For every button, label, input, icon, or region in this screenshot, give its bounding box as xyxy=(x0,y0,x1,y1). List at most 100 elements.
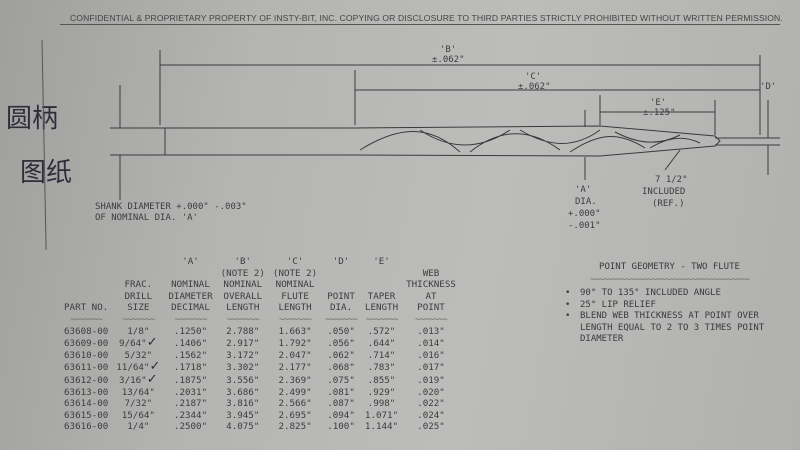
table-cell: 63612-00 xyxy=(60,374,112,387)
cell-value: .013" xyxy=(417,325,445,337)
table-cell: 1.071" xyxy=(361,410,402,422)
column-header: LENGTH xyxy=(364,302,399,314)
cell-value: .855" xyxy=(367,374,396,386)
table-cell: 3.556" xyxy=(217,374,269,387)
cell-value: .1875" xyxy=(173,374,208,386)
table-cell: 2.917" xyxy=(217,337,269,350)
check-mark-icon: ✓ xyxy=(146,371,158,387)
drill-drawing xyxy=(41,39,780,250)
cell-value: 3.945" xyxy=(226,409,260,421)
column-header: (NOTE 2) xyxy=(272,267,318,279)
table-cell: 1/8" xyxy=(112,326,164,338)
cell-value: .022" xyxy=(417,398,445,410)
cell-value: .2031" xyxy=(173,386,208,398)
table-cell: 63608-00 xyxy=(60,326,112,338)
column-header xyxy=(112,256,164,268)
table-cell: 63609-00 xyxy=(60,337,112,350)
table-cell: 2.788" xyxy=(217,326,269,338)
table-cell: 63616-00 xyxy=(60,421,112,433)
column-header: LENGTH xyxy=(226,302,260,314)
cell-value: .020" xyxy=(417,386,445,398)
table-cell: 13/64" xyxy=(112,387,164,399)
cell-value: 2.695" xyxy=(278,409,312,421)
table-cell: .714" xyxy=(361,350,402,362)
column-header: PART NO. xyxy=(64,302,109,314)
table-cell: .062" xyxy=(321,350,361,362)
angle-included: INCLUDED xyxy=(642,187,686,197)
cell-value: 11/64" xyxy=(116,362,150,374)
table-cell: .024" xyxy=(402,410,460,422)
table-cell: .1406" xyxy=(164,337,216,350)
cell-value: 1.663" xyxy=(278,325,312,337)
column-header: (NOTE 2) xyxy=(220,267,265,279)
cell-value: .017" xyxy=(417,362,445,374)
cell-value: 4.075" xyxy=(226,421,260,433)
column-header: 'B' xyxy=(234,256,252,267)
handwritten-note-1: 圆柄 xyxy=(6,104,59,134)
column-header xyxy=(321,268,361,280)
cell-value: .062" xyxy=(327,349,355,361)
table-cell: .998" xyxy=(361,398,402,410)
table-cell: .025" xyxy=(402,421,460,433)
cell-value: 1.071" xyxy=(364,409,399,421)
geometry-item: BLEND WEB THICKNESS AT POINT OVER LENGTH… xyxy=(562,311,777,346)
dim-a-dia: DIA. xyxy=(575,197,597,207)
table-cell: 1/4" xyxy=(112,421,164,433)
cell-value: .075" xyxy=(327,374,355,386)
cell-value: 13/64" xyxy=(121,386,155,398)
geometry-item: 25° LIP RELIEF xyxy=(562,300,777,312)
column-header: WEB xyxy=(422,267,440,279)
column-header: 'C' xyxy=(286,256,304,267)
shank-note-line2: OF NOMINAL DIA. 'A' xyxy=(95,213,198,223)
column-header: DIA. xyxy=(329,302,353,314)
cell-value: 2.917" xyxy=(226,338,260,350)
dim-e-label: 'E' xyxy=(650,98,667,108)
table-cell: 63614-00 xyxy=(60,398,112,410)
shank-note-line1: SHANK DIAMETER +.000" -.003" xyxy=(95,202,247,212)
column-header xyxy=(112,268,164,280)
column-header xyxy=(402,256,460,268)
column-header: THICKNESS xyxy=(406,279,456,291)
table-cell: .094" xyxy=(321,410,361,422)
cell-value: .929" xyxy=(367,386,396,398)
table-cell: .081" xyxy=(321,387,361,399)
table-cell: .1875" xyxy=(164,374,216,387)
table-cell: 1.663" xyxy=(269,326,321,338)
cell-value: 63615-00 xyxy=(64,409,109,421)
cell-value: .019" xyxy=(417,374,445,386)
column-header: DECIMAL xyxy=(171,302,210,314)
cell-value: 5/32" xyxy=(124,349,153,361)
table-cell: .016" xyxy=(402,350,460,362)
cell-value: .1718" xyxy=(173,362,208,374)
cell-value: 63613-00 xyxy=(64,386,109,398)
cell-value: 2.047" xyxy=(278,349,312,361)
cell-value: .016" xyxy=(417,349,445,361)
cell-value: 63610-00 xyxy=(64,349,109,361)
table-cell: 2.695" xyxy=(269,410,321,422)
header-underline: ~~~~~~~ xyxy=(279,313,312,325)
table-cell: 3/16"✓ xyxy=(112,371,164,387)
cell-value: 2.369" xyxy=(278,374,312,386)
cell-value: 3.302" xyxy=(226,362,260,374)
check-mark-icon: ✓ xyxy=(146,335,158,351)
table-cell: 3.816" xyxy=(217,398,269,410)
table-cell: 2.047" xyxy=(269,350,321,362)
column-header: NOMINAL xyxy=(171,279,210,291)
cell-value: 3.816" xyxy=(226,398,260,410)
header-underline: ~~~~~~~ xyxy=(174,313,208,325)
table-cell: .929" xyxy=(361,387,402,399)
column-header: FRAC. xyxy=(124,279,153,291)
table-cell: .855" xyxy=(361,374,402,387)
header-underline: ~~~~~~~ xyxy=(415,313,448,325)
table-cell: 2.177" xyxy=(269,361,321,374)
cell-value: 63614-00 xyxy=(64,398,109,410)
table-cell: 3.945" xyxy=(217,410,269,422)
table-cell: 5/32" xyxy=(112,350,164,362)
column-header: NOMINAL xyxy=(275,279,315,291)
cell-value: 63612-00 xyxy=(64,374,109,386)
table-cell: 1.144" xyxy=(361,421,402,433)
